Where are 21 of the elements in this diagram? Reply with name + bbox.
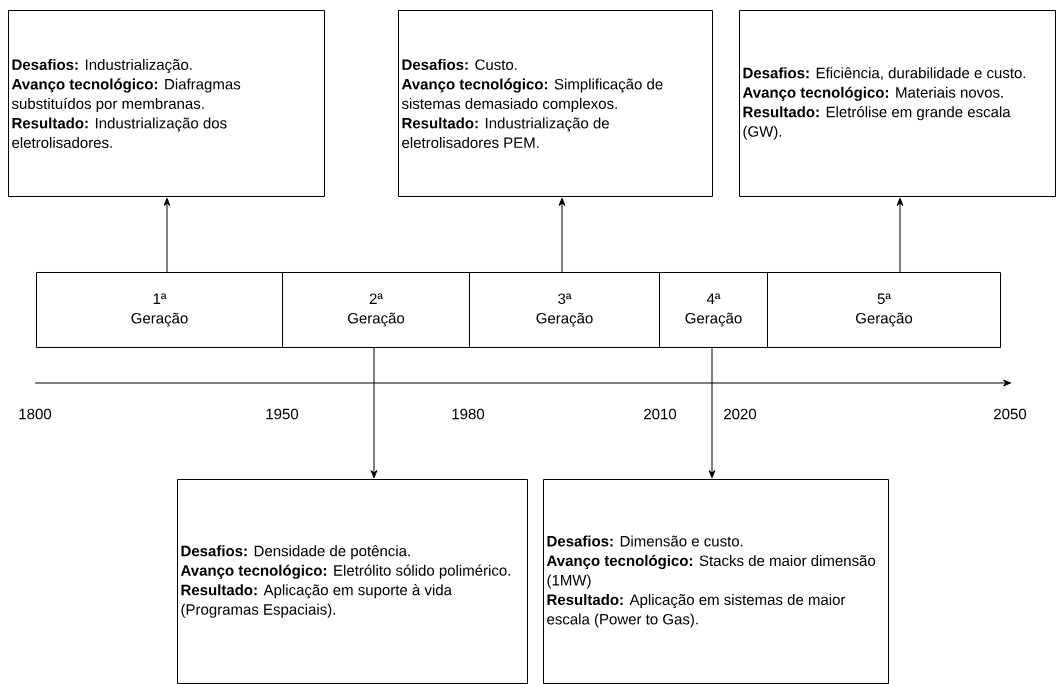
info-box: Desafios: Dimensão e custo. Avanço tecnológico: Stacks de maior dimensão (1MW) Resultado: Aplicação em sistemas de maior escala (Power to Gas). [543,479,889,684]
generation-box: 2ª Geração [282,272,470,348]
generation-box: 4ª Geração [659,272,768,348]
generation-box: 3ª Geração [469,272,660,348]
arrow [896,197,904,273]
year-label: 1950 [266,408,299,420]
info-box: Desafios: Custo. Avanço tecnológico: Simplificação de sistemas demasiado complexos. Resultado: Industrialização de eletrolisadores PEM. [398,10,713,197]
arrow [370,347,378,479]
info-box: Desafios: Industrialização. Avanço tecnológico: Diafragmas substituídos por membranas. Resultado: Industrialização dos eletrolisadores. [8,10,325,197]
year-label: 2020 [724,408,757,420]
arrow [163,197,171,273]
year-label: 2050 [994,408,1027,420]
arrow [558,197,566,273]
generation-box: 5ª Geração [767,272,1001,348]
info-box: Desafios: Eficiência, durabilidade e custo. Avanço tecnológico: Materiais novos. Resultado: Eletrólise em grande escala (GW). [739,10,1056,197]
info-box: Desafios: Densidade de potência. Avanço tecnológico: Eletrólito sólido polimérico. Resultado: Aplicação em suporte à vida (Programas Espaciais). [177,479,528,684]
arrow [708,347,716,479]
year-label: 1980 [452,408,485,420]
year-label: 1800 [19,408,52,420]
year-label: 2010 [644,408,677,420]
generation-box: 1ª Geração [36,272,283,348]
